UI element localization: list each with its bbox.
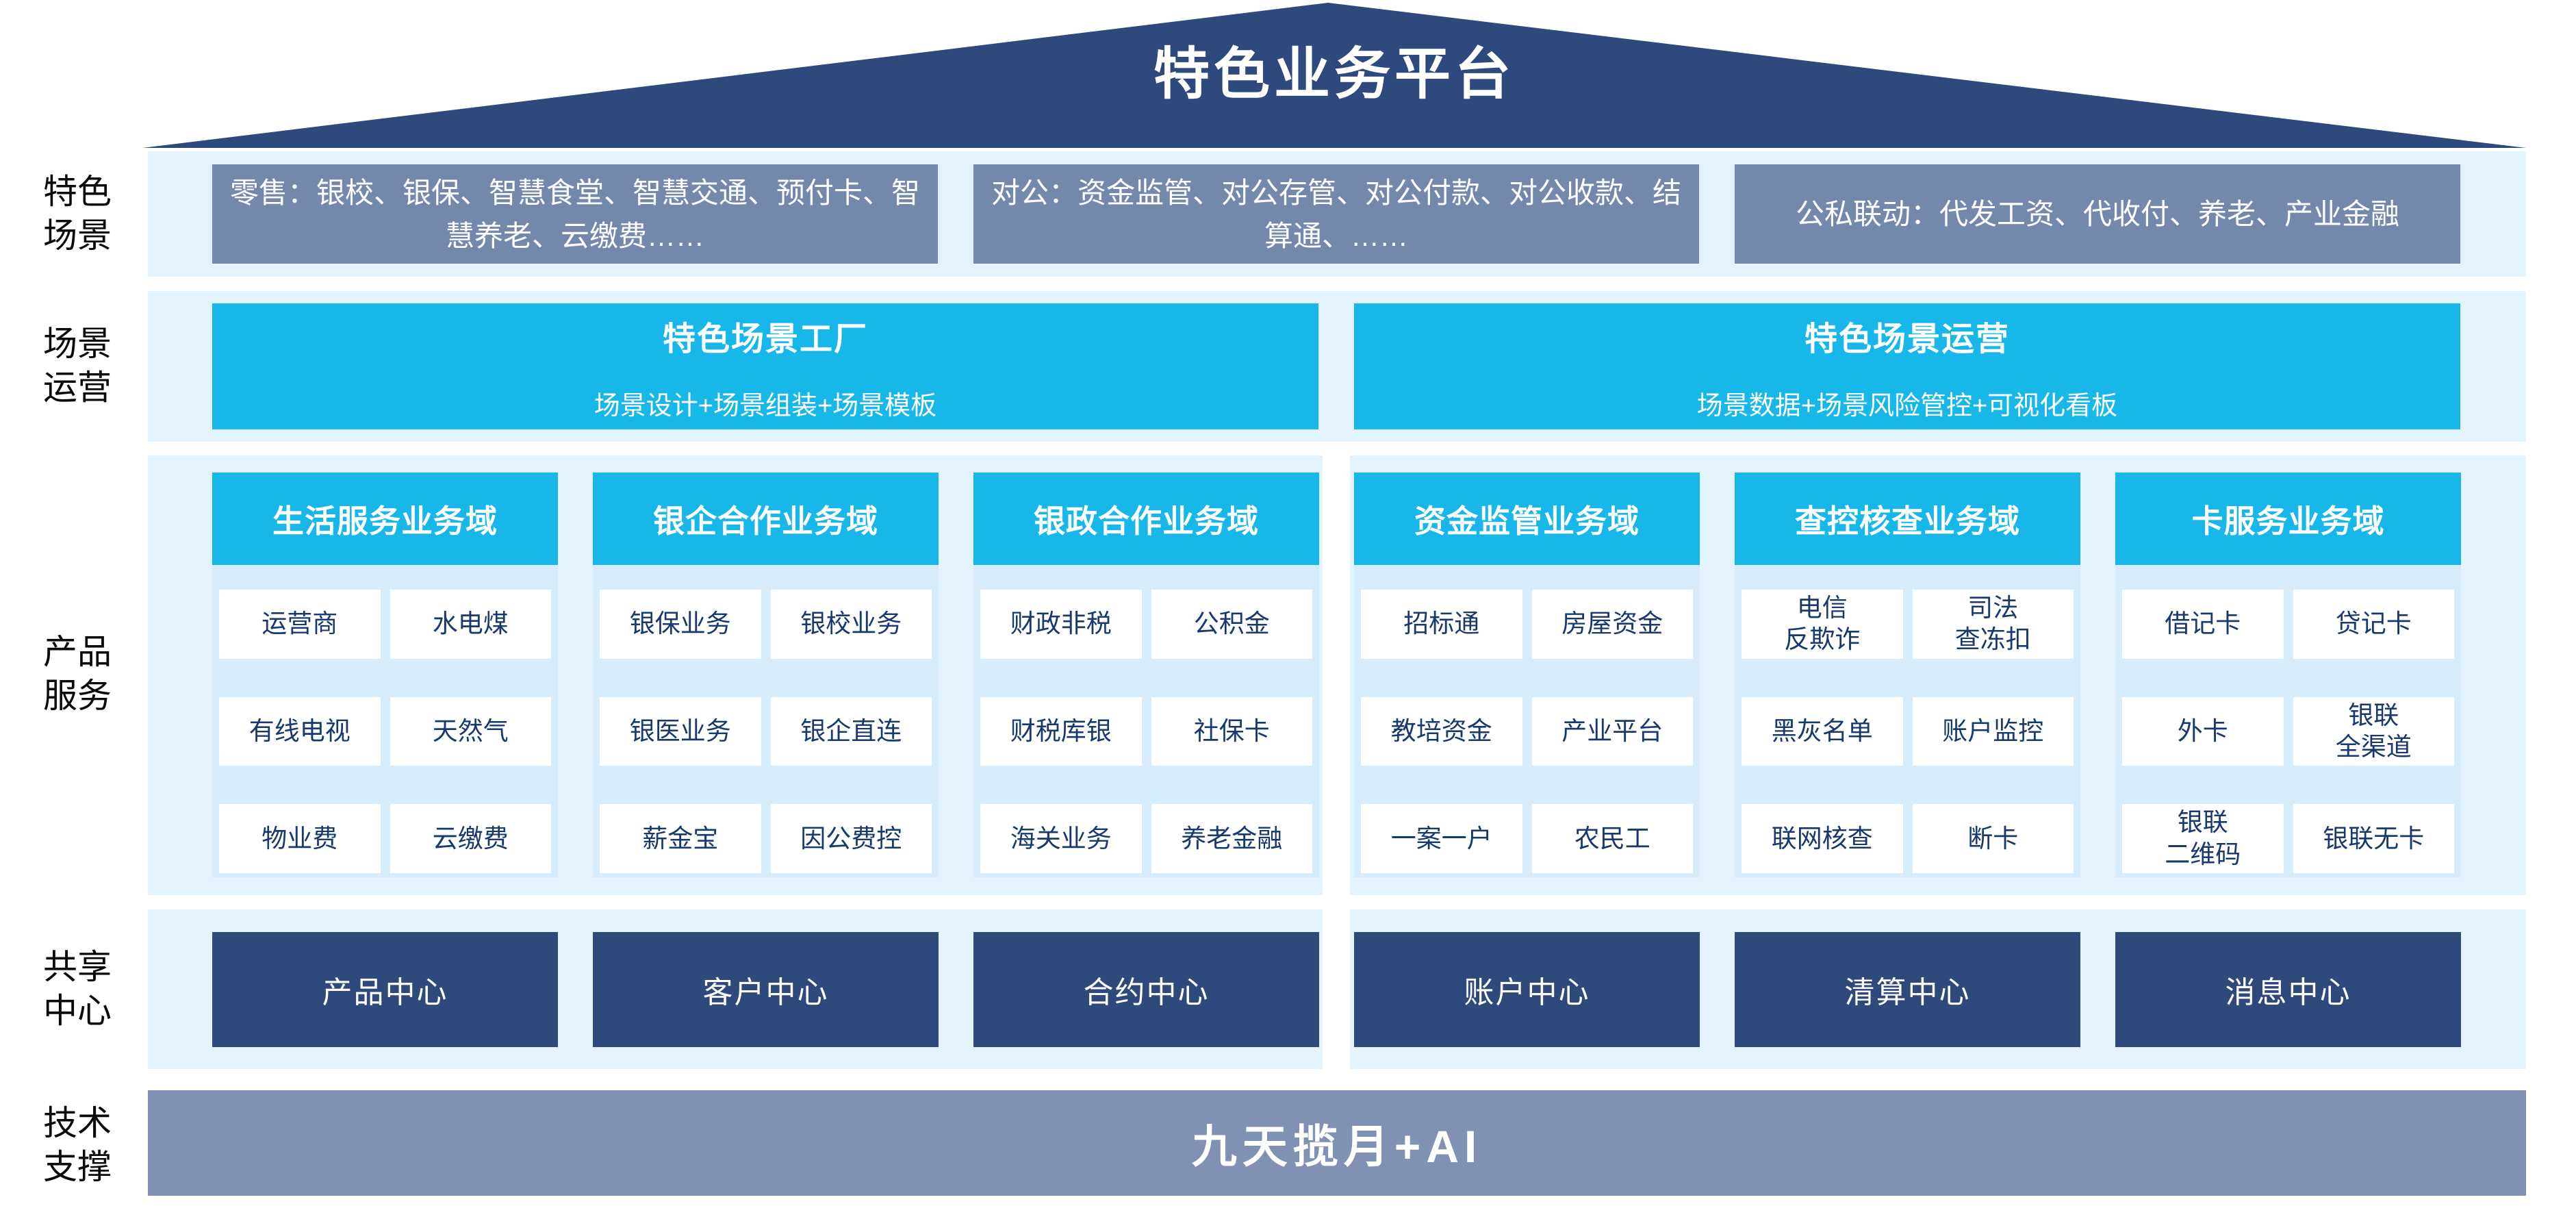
product-item: 天然气 — [390, 696, 551, 766]
product-item: 电信 反欺诈 — [1742, 590, 1903, 659]
scene-operation-box: 特色场景运营 场景数据+场景风险管控+可视化看板 — [1354, 303, 2460, 429]
product-item: 产业平台 — [1531, 696, 1693, 766]
product-column-bank-government: 银政合作业务域 财政非税 公积金 财税库银 社保卡 海关业务 养老金融 — [973, 473, 1319, 877]
product-item: 账户监控 — [1912, 696, 2074, 766]
product-column-header: 生活服务业务域 — [212, 473, 558, 565]
scene-box-retail: 零售：银校、银保、智慧食堂、智慧交通、预付卡、智慧养老、云缴费…… — [212, 164, 938, 264]
product-column-header: 查控核查业务域 — [1735, 473, 2080, 565]
center-box-contract: 合约中心 — [973, 932, 1319, 1047]
product-item: 司法 查冻扣 — [1912, 590, 2074, 659]
side-label-tech: 技术 支撑 — [43, 1104, 112, 1186]
product-item: 因公费控 — [770, 804, 932, 873]
product-item: 社保卡 — [1151, 696, 1312, 766]
products-band-right: 资金监管业务域 招标通 房屋资金 教培资金 产业平台 一案一户 农民工 查控核查… — [1350, 455, 2526, 895]
product-item: 黑灰名单 — [1742, 696, 1903, 766]
product-item: 水电煤 — [390, 590, 551, 659]
product-column-header: 银企合作业务域 — [593, 473, 939, 565]
product-item: 养老金融 — [1151, 804, 1312, 873]
product-item: 云缴费 — [390, 804, 551, 873]
scene-operation-title: 特色场景运营 — [1804, 320, 2010, 357]
product-item: 贷记卡 — [2293, 590, 2454, 659]
scene-operation-subtitle: 场景数据+场景风险管控+可视化看板 — [1696, 391, 2118, 420]
roof-banner: 特色业务平台 — [142, 3, 2526, 148]
product-column-body: 财政非税 公积金 财税库银 社保卡 海关业务 养老金融 — [973, 565, 1319, 877]
center-box-clearing: 清算中心 — [1735, 932, 2080, 1047]
side-label-shared: 共享 中心 — [43, 948, 112, 1030]
product-item: 房屋资金 — [1531, 590, 1693, 659]
side-label-products: 产品 服务 — [43, 633, 112, 715]
product-item: 运营商 — [219, 590, 381, 659]
scenes-band: 零售：银校、银保、智慧食堂、智慧交通、预付卡、智慧养老、云缴费…… 对公：资金监… — [148, 151, 2526, 277]
product-column-life-services: 生活服务业务域 运营商 水电煤 有线电视 天然气 物业费 云缴费 — [212, 473, 558, 877]
product-item: 有线电视 — [219, 696, 381, 766]
product-column-body: 招标通 房屋资金 教培资金 产业平台 一案一户 农民工 — [1354, 565, 1700, 877]
product-item: 银企直连 — [770, 696, 932, 766]
product-item: 财税库银 — [980, 696, 1142, 766]
product-item: 银医业务 — [600, 696, 761, 766]
shared-band-left: 产品中心 客户中心 合约中心 — [148, 909, 1323, 1069]
product-column-header: 资金监管业务域 — [1354, 473, 1700, 565]
roof-triangle-shape — [142, 3, 2526, 148]
product-item: 银保业务 — [600, 590, 761, 659]
product-item: 断卡 — [1912, 804, 2074, 873]
product-item: 一案一户 — [1361, 804, 1522, 873]
product-item: 银联 全渠道 — [2293, 696, 2454, 766]
product-item: 物业费 — [219, 804, 381, 873]
product-column-fund-supervision: 资金监管业务域 招标通 房屋资金 教培资金 产业平台 一案一户 农民工 — [1354, 473, 1700, 877]
center-box-customer: 客户中心 — [593, 932, 939, 1047]
product-item: 农民工 — [1531, 804, 1693, 873]
scene-factory-subtitle: 场景设计+场景组装+场景模板 — [594, 391, 937, 420]
scene-box-public-private: 公私联动：代发工资、代收付、养老、产业金融 — [1735, 164, 2460, 264]
product-item: 财政非税 — [980, 590, 1142, 659]
scene-factory-box: 特色场景工厂 场景设计+场景组装+场景模板 — [212, 303, 1318, 429]
center-box-message: 消息中心 — [2115, 932, 2461, 1047]
product-column-header: 卡服务业务域 — [2115, 473, 2461, 565]
product-item: 外卡 — [2122, 696, 2284, 766]
product-column-body: 运营商 水电煤 有线电视 天然气 物业费 云缴费 — [212, 565, 558, 877]
product-column-body: 借记卡 贷记卡 外卡 银联 全渠道 银联 二维码 银联无卡 — [2115, 565, 2461, 877]
product-column-bank-enterprise: 银企合作业务域 银保业务 银校业务 银医业务 银企直连 薪金宝 因公费控 — [593, 473, 939, 877]
product-column-body: 电信 反欺诈 司法 查冻扣 黑灰名单 账户监控 联网核查 断卡 — [1735, 565, 2080, 877]
center-box-account: 账户中心 — [1354, 932, 1700, 1047]
products-band-left: 生活服务业务域 运营商 水电煤 有线电视 天然气 物业费 云缴费 银企合作业务域… — [148, 455, 1323, 895]
product-item: 公积金 — [1151, 590, 1312, 659]
product-item: 教培资金 — [1361, 696, 1522, 766]
center-box-product: 产品中心 — [212, 932, 558, 1047]
scene-factory-title: 特色场景工厂 — [662, 320, 868, 357]
shared-band-right: 账户中心 清算中心 消息中心 — [1350, 909, 2526, 1069]
product-item: 银联无卡 — [2293, 804, 2454, 873]
product-column-card-services: 卡服务业务域 借记卡 贷记卡 外卡 银联 全渠道 银联 二维码 银联无卡 — [2115, 473, 2461, 877]
tech-support-bar: 九天揽月+AI — [148, 1090, 2526, 1196]
product-item: 银联 二维码 — [2122, 804, 2284, 873]
side-label-operations: 场景 运营 — [43, 325, 112, 407]
side-label-scenes: 特色 场景 — [43, 173, 112, 255]
product-item: 招标通 — [1361, 590, 1522, 659]
scene-box-corporate: 对公：资金监管、对公存管、对公付款、对公收款、结算通、…… — [973, 164, 1699, 264]
product-item: 联网核查 — [1742, 804, 1903, 873]
product-item: 海关业务 — [980, 804, 1142, 873]
platform-title: 特色业务平台 — [1153, 43, 1515, 105]
product-item: 银校业务 — [770, 590, 932, 659]
product-column-body: 银保业务 银校业务 银医业务 银企直连 薪金宝 因公费控 — [593, 565, 939, 877]
product-item: 薪金宝 — [600, 804, 761, 873]
product-column-header: 银政合作业务域 — [973, 473, 1319, 565]
operations-band: 特色场景工厂 场景设计+场景组装+场景模板 特色场景运营 场景数据+场景风险管控… — [148, 291, 2526, 442]
product-item: 借记卡 — [2122, 590, 2284, 659]
product-column-inquiry-control: 查控核查业务域 电信 反欺诈 司法 查冻扣 黑灰名单 账户监控 联网核查 断卡 — [1735, 473, 2080, 877]
